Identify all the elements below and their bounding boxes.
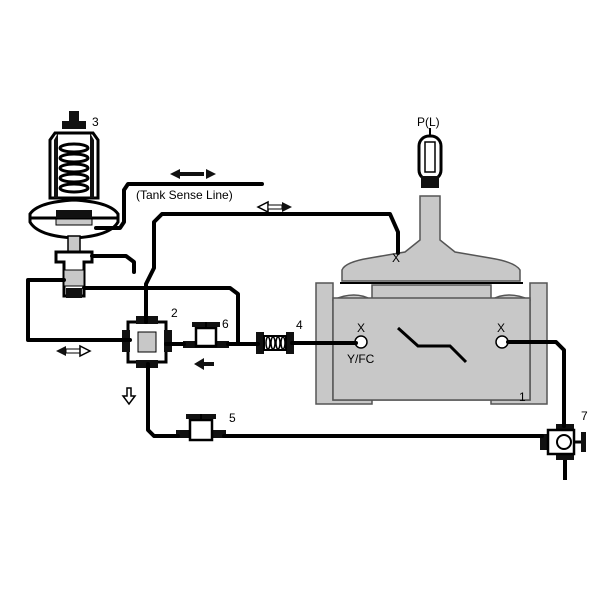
- component-number-three-way-cock: 7: [581, 409, 588, 423]
- bidirectional-arrow-icon: [256, 200, 292, 214]
- port-x-top-label: X: [392, 251, 400, 265]
- bidirectional-arrow-icon: [170, 169, 216, 179]
- pilot-regulator: [28, 111, 120, 298]
- left-arrow-icon: [194, 358, 214, 370]
- port-x-right-label: X: [497, 321, 505, 335]
- component-number-control-block: 2: [171, 306, 178, 320]
- down-arrow-icon: [121, 387, 137, 406]
- component-number-pilot-regulator: 3: [92, 115, 99, 129]
- component-number-strainer: 4: [296, 318, 303, 332]
- component-number-main-valve: 1: [519, 390, 526, 404]
- piping: [26, 182, 566, 438]
- isolation-valve-lower: [176, 414, 226, 442]
- main-valve: [315, 195, 548, 405]
- strainer: [256, 332, 294, 354]
- bidirectional-arrow-icon: [56, 344, 92, 358]
- port-x-left-label: X: [357, 321, 365, 335]
- position-indicator: [417, 128, 443, 188]
- tank-sense-line-label: (Tank Sense Line): [136, 188, 233, 202]
- isolation-valve-upper: [183, 322, 229, 348]
- component-number-isolation-valve-lower: 5: [229, 411, 236, 425]
- three-way-cock: [540, 424, 586, 480]
- component-number-isolation-valve-upper: 6: [222, 317, 229, 331]
- port-y-fc-label: Y/FC: [347, 352, 375, 366]
- spring-icon: [58, 142, 90, 194]
- pressure-point-label: P(L): [417, 115, 440, 129]
